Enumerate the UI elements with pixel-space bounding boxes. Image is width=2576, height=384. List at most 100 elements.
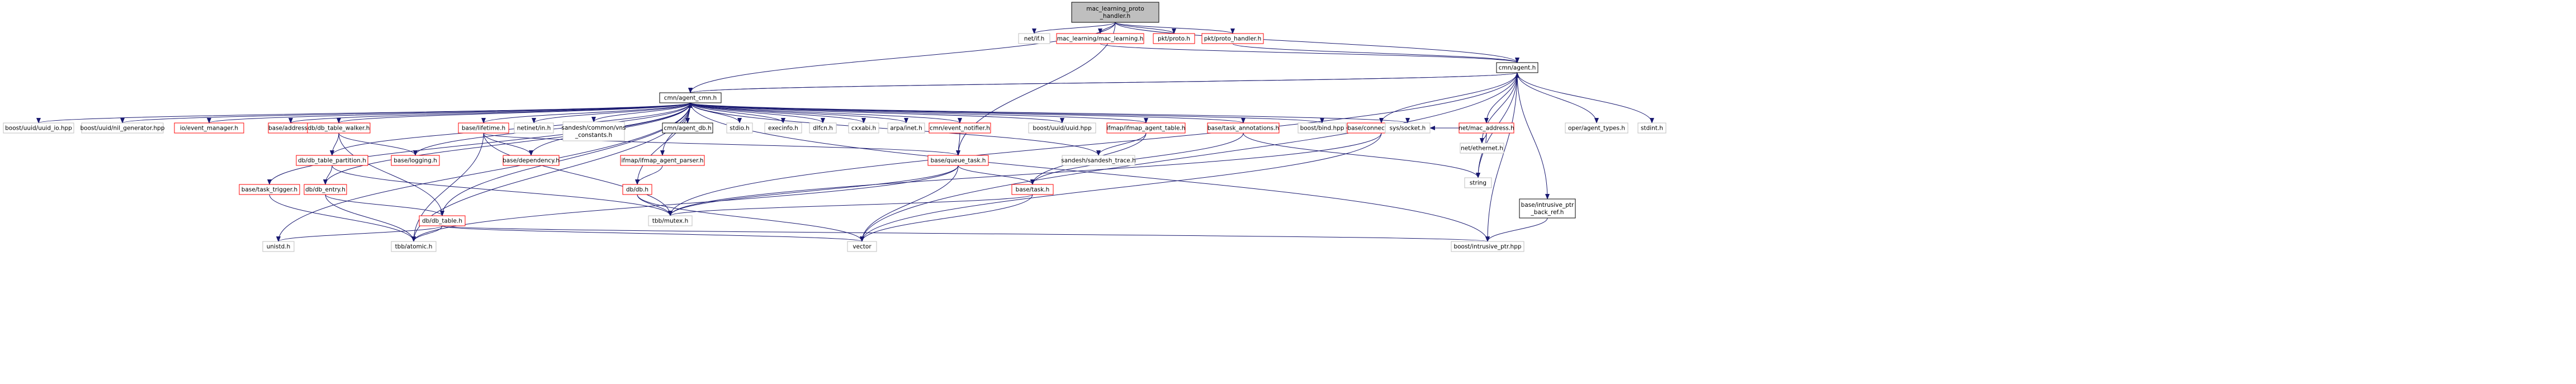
edge-task_annotations-to-string [1243, 132, 1480, 178]
edge-db_db-to-vector [637, 194, 864, 242]
node-box [929, 122, 991, 134]
edge-cmn_agent_cmn-to-arpa_inet [690, 102, 908, 124]
node-base-dependency[interactable]: base/dependency.h [503, 155, 560, 166]
node-mac-learning[interactable]: mac_learning/mac_learning.h [1056, 33, 1144, 44]
edge-cmn_agent_cmn-to-db_db [635, 102, 691, 185]
node-dlfcn: dlfcn.h [809, 122, 837, 134]
node-label: cxxabi.h [851, 125, 876, 132]
node-label: cmn/agent_cmn.h [664, 95, 717, 102]
node-label: vector [853, 244, 872, 250]
node-label: pkt/proto_handler.h [1204, 36, 1262, 42]
node-db-table-partition[interactable]: db/db_table_partition.h [296, 155, 368, 166]
edge-net_mac_address-to-string [1476, 132, 1487, 178]
edge-cmn_agent_cmn-to-netinet_in [532, 102, 691, 124]
node-cxxabi: cxxabi.h [848, 122, 879, 134]
node-pkt-proto-handler[interactable]: pkt/proto_handler.h [1201, 33, 1264, 44]
node-label: _back_ref.h [1531, 209, 1564, 216]
node-label: boost/bind.hpp [1300, 125, 1344, 132]
node-box [419, 215, 466, 226]
node-label: netinet/in.h [517, 125, 551, 132]
node-base-task[interactable]: base/task.h [1011, 184, 1054, 195]
node-label: base/task_trigger.h [242, 187, 297, 193]
node-label: base/queue_task.h [931, 158, 986, 164]
edge-root-to-cmn_agent [1115, 22, 1519, 63]
node-box [848, 122, 879, 134]
node-db-table-walker[interactable]: db/db_table_walker.h [307, 122, 371, 134]
node-cmn-agent-cmn[interactable]: cmn/agent_cmn.h [659, 92, 722, 103]
node-sandesh-vns: sandesh/common/vns_constants.h [562, 121, 626, 141]
node-cmn-agent[interactable]: cmn/agent.h [1496, 62, 1538, 73]
edge-root-to-cmn_agent_cmn [688, 22, 1116, 93]
node-box [1106, 122, 1186, 134]
edge-cmn_agent_cmn-to-base_lifetime [481, 102, 691, 124]
node-stdio: stdio.h [726, 122, 753, 134]
node-event-notifier[interactable]: cmn/event_notifier.h [929, 122, 991, 134]
edge-cmn_agent-to-vector [860, 72, 1518, 242]
node-box [174, 122, 244, 134]
node-db-db[interactable]: db/db.h [622, 184, 652, 195]
node-label: boost/intrusive_ptr.hpp [1453, 244, 1521, 250]
edge-cmn_agent_cmn-to-ifmap_agent_table [690, 102, 1148, 124]
node-box [514, 122, 554, 134]
node-label: pkt/proto.h [1158, 36, 1190, 42]
node-box [562, 121, 625, 141]
node-label: _handler.h [1100, 13, 1130, 20]
node-intrusive-ptr: boost/intrusive_ptr.hpp [1451, 241, 1524, 252]
node-box [887, 122, 925, 134]
node-task-annotations[interactable]: base/task_annotations.h [1207, 122, 1280, 134]
node-box [1018, 33, 1050, 44]
edge-cmn_agent_cmn-to-sys_socket [690, 102, 1410, 124]
node-label: _constants.h [575, 132, 612, 139]
node-box [764, 122, 802, 134]
node-ifmap-agent-table[interactable]: ifmap/ifmap_agent_table.h [1106, 122, 1186, 134]
edge-cmn_agent_cmn-to-uuid_io [36, 102, 691, 124]
edges-layer [36, 22, 1654, 242]
node-label: base/address.h [268, 125, 313, 132]
node-label: db/db_table_walker.h [308, 125, 370, 132]
node-net-mac-address[interactable]: net/mac_address.h [1459, 122, 1514, 134]
node-event-manager[interactable]: io/event_manager.h [174, 122, 244, 134]
node-nil-gen: boost/uuid/nil_generator.hpp [80, 122, 165, 134]
node-label: cmn/agent_db.h [664, 125, 711, 132]
node-base-address[interactable]: base/address.h [268, 122, 314, 134]
node-label: execinfo.h [768, 125, 798, 132]
node-uuid-hpp: boost/uuid/uuid.hpp [1028, 122, 1096, 134]
node-label: base/dependency.h [503, 158, 560, 164]
edge-event_notifier-to-base_queue_task [956, 132, 961, 156]
node-ifmap-agent-parser[interactable]: ifmap/ifmap_agent_parser.h [620, 155, 705, 166]
node-label: io/event_manager.h [180, 125, 238, 132]
node-box [726, 122, 753, 134]
node-db-entry[interactable]: db/db_entry.h [304, 184, 347, 195]
node-box [1071, 2, 1159, 23]
node-box [391, 241, 437, 252]
node-sys-socket: sys/socket.h [1385, 122, 1431, 134]
node-base-lifetime[interactable]: base/lifetime.h [458, 122, 509, 134]
node-sandesh-trace: sandesh/sandesh_trace.h [1061, 155, 1136, 166]
node-box [1011, 184, 1054, 195]
edge-cmn_agent-to-oper_agent_types [1517, 72, 1599, 124]
node-db-table[interactable]: db/db_table.h [419, 215, 466, 226]
edge-task_annotations-to-base_task [1030, 132, 1244, 185]
node-pkt-proto[interactable]: pkt/proto.h [1153, 33, 1195, 44]
node-base-queue-task[interactable]: base/queue_task.h [927, 155, 989, 166]
edge-base_lifetime-to-tbb_mutex [483, 132, 673, 216]
node-intrusive-back-ref[interactable]: base/intrusive_ptr_back_ref.h [1519, 198, 1576, 219]
node-label: db/db_entry.h [305, 187, 345, 193]
edge-cmn_agent-to-conn_info [1379, 72, 1518, 124]
edge-db_table_partition-to-tbb_mutex [332, 165, 673, 216]
node-root[interactable]: mac_learning_proto_handler.h [1071, 2, 1159, 23]
node-cmn-agent-db[interactable]: cmn/agent_db.h [662, 122, 713, 134]
node-box [662, 122, 713, 134]
node-unistd: unistd.h [262, 241, 295, 252]
node-label: stdio.h [730, 125, 749, 132]
node-box [1519, 198, 1576, 219]
edge-base_task-to-tbb_mutex [668, 194, 1033, 216]
edge-cmn_agent_cmn-to-dlfcn [690, 102, 825, 124]
node-box [3, 122, 74, 134]
node-execinfo: execinfo.h [764, 122, 802, 134]
node-base-task-trigger[interactable]: base/task_trigger.h [239, 184, 300, 195]
node-base-logging[interactable]: base/logging.h [391, 155, 440, 166]
node-label: cmn/agent.h [1499, 65, 1536, 72]
